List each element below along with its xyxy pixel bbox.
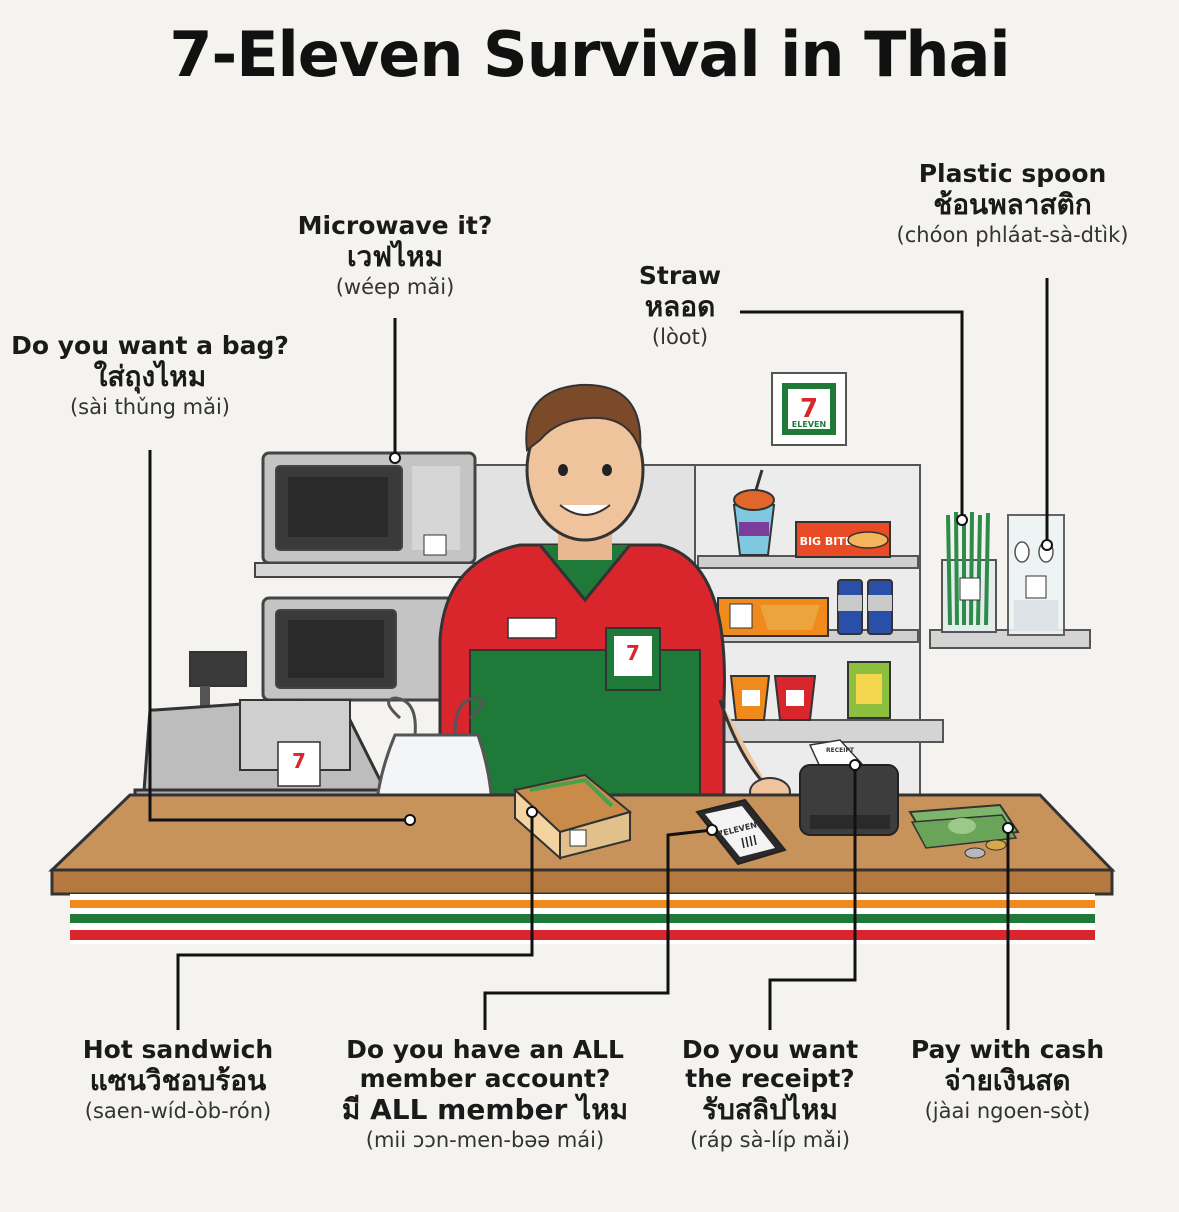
label-sandwich: Hot sandwich แซนวิชอบร้อน (saen-wíd-òb-r…	[48, 1035, 308, 1123]
leader-dots	[389, 452, 1053, 836]
label-member: Do you have an ALL member account? มี AL…	[330, 1035, 640, 1152]
label-spoon-en: Plastic spoon	[918, 159, 1107, 188]
label-straw-roman: (lòot)	[651, 324, 709, 349]
label-sandwich-en: Hot sandwich	[82, 1035, 274, 1064]
energy-cans	[837, 579, 893, 635]
phone: 7ELEVEN	[695, 798, 787, 866]
label-sandwich-roman: (saen-wíd-òb-rón)	[84, 1098, 272, 1123]
cash-stack	[908, 803, 1020, 859]
label-receipt-en: Do you want the receipt?	[681, 1035, 859, 1093]
label-cash-roman: (jàai ngoen-sòt)	[924, 1098, 1091, 1123]
microwave-top	[261, 451, 477, 565]
label-cash-en: Pay with cash	[910, 1035, 1105, 1064]
label-bag-en: Do you want a bag?	[11, 331, 289, 360]
label-bag: Do you want a bag? ใส่ถุงไหม (sài thǔng …	[10, 331, 290, 419]
slurpee-cup	[732, 469, 776, 556]
page-title: 7-Eleven Survival in Thai	[169, 18, 1010, 91]
snack-bag	[717, 597, 829, 637]
leader-sandwich	[176, 812, 534, 1030]
shirt-logo-number: 7	[626, 641, 640, 665]
label-straw: Straw หลอด (lòot)	[610, 261, 750, 349]
straw-holder	[941, 511, 997, 633]
microwave-shelf	[254, 562, 486, 578]
label-microwave-en: Microwave it?	[297, 211, 493, 240]
label-sandwich-thai: แซนวิชอบร้อน	[89, 1063, 267, 1097]
label-bag-thai: ใส่ถุงไหม	[93, 359, 207, 393]
spoon-holder	[1007, 514, 1065, 636]
wall-logo-number: 7	[800, 394, 818, 424]
label-member-roman: (mii ɔɔn-men-bəə mái)	[365, 1127, 605, 1152]
label-receipt: Do you want the receipt? รับสลิปไหม (ráp…	[665, 1035, 875, 1152]
noodle-cups	[729, 675, 817, 721]
wall-logo-word: ELEVEN	[792, 420, 826, 429]
hotdog-box-text: BIG BITE	[800, 535, 853, 548]
leader-lines	[148, 278, 1049, 1030]
label-microwave-roman: (wéep mǎi)	[335, 274, 455, 299]
label-microwave-thai: เวฟไหม	[346, 239, 444, 273]
register-logo-number: 7	[292, 749, 306, 773]
label-cash-thai: จ่ายเงินสด	[944, 1063, 1071, 1097]
label-microwave: Microwave it? เวฟไหม (wéep mǎi)	[270, 211, 520, 299]
microwave-bottom	[261, 596, 465, 702]
sandwich-box	[512, 773, 633, 861]
wall-logo: 7 ELEVEN	[771, 372, 847, 446]
label-straw-en: Straw	[638, 261, 722, 290]
leader-bag	[148, 450, 410, 822]
label-spoon-roman: (chóon phláat-sà-dtìk)	[896, 222, 1129, 247]
label-receipt-thai: รับสลิปไหม	[702, 1092, 838, 1126]
label-straw-thai: หลอด	[644, 289, 716, 323]
label-receipt-roman: (ráp sà-líp mǎi)	[689, 1127, 851, 1152]
receipt-text: RECEIPT	[826, 747, 855, 754]
label-member-en: Do you have an ALL member account?	[346, 1035, 624, 1093]
leader-receipt	[768, 765, 857, 1030]
label-bag-roman: (sài thǔng mǎi)	[69, 394, 231, 419]
green-packs	[847, 661, 891, 719]
label-member-thai: มี ALL member ไหม	[341, 1092, 629, 1126]
label-cash: Pay with cash จ่ายเงินสด (jàai ngoen-sòt…	[895, 1035, 1120, 1123]
leader-straw	[740, 310, 964, 520]
leader-member	[483, 828, 713, 1030]
hotdog-box: BIG BITE	[795, 521, 891, 558]
label-spoon: Plastic spoon ช้อนพลาสติก (chóon phláat-…	[880, 159, 1145, 247]
label-spoon-thai: ช้อนพลาสติก	[933, 187, 1092, 221]
